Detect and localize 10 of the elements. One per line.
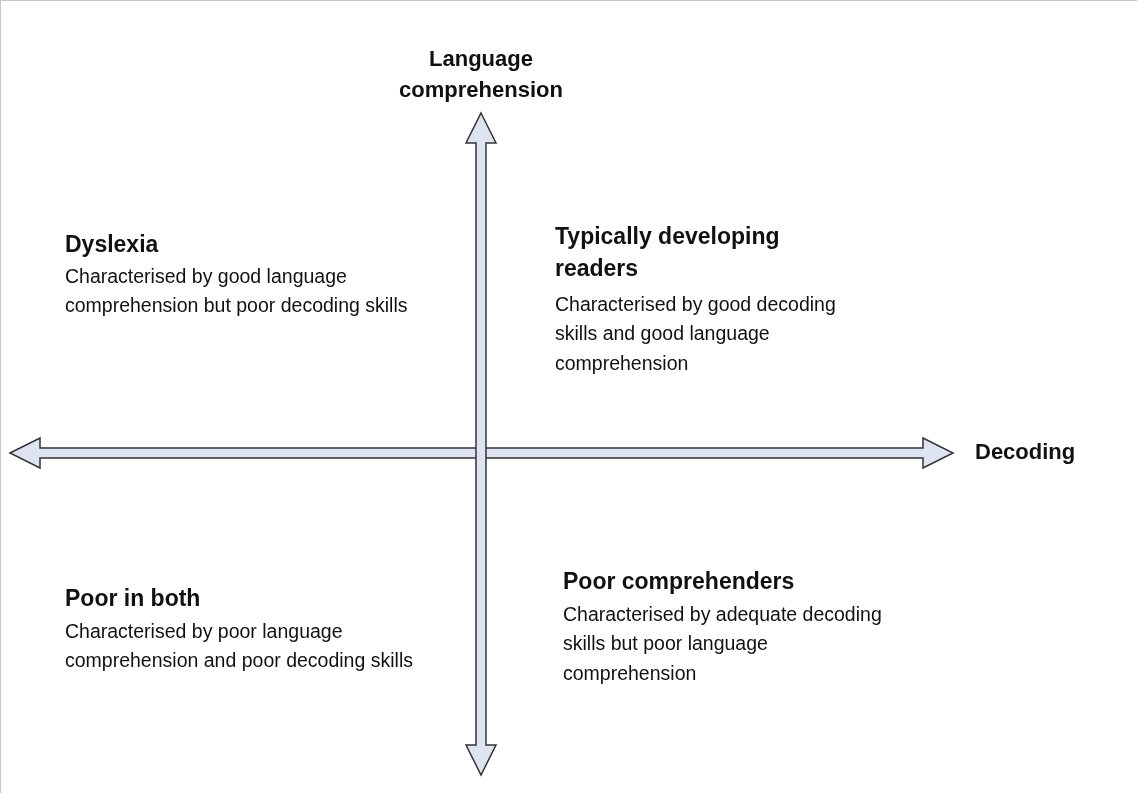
quadrant-description: Characterised by adequate decoding skills but poor language comprehension <box>563 602 883 686</box>
quadrant-heading: Dyslexia <box>65 230 160 259</box>
quadrant-heading: Typically developing readers <box>555 222 781 284</box>
quadrant-description: Characterised by good language comprehension but poor decoding skills <box>65 264 409 319</box>
quadrant-heading: Poor in both <box>65 584 202 613</box>
axis-label: Language comprehension <box>398 45 564 104</box>
axis-label: Decoding <box>975 438 1077 466</box>
quadrant-description: Characterised by poor language comprehension and poor decoding skills <box>65 619 414 674</box>
quadrant-description: Characterised by good decoding skills and good language comprehension <box>555 292 837 376</box>
quadrant-heading: Poor comprehenders <box>563 567 796 596</box>
